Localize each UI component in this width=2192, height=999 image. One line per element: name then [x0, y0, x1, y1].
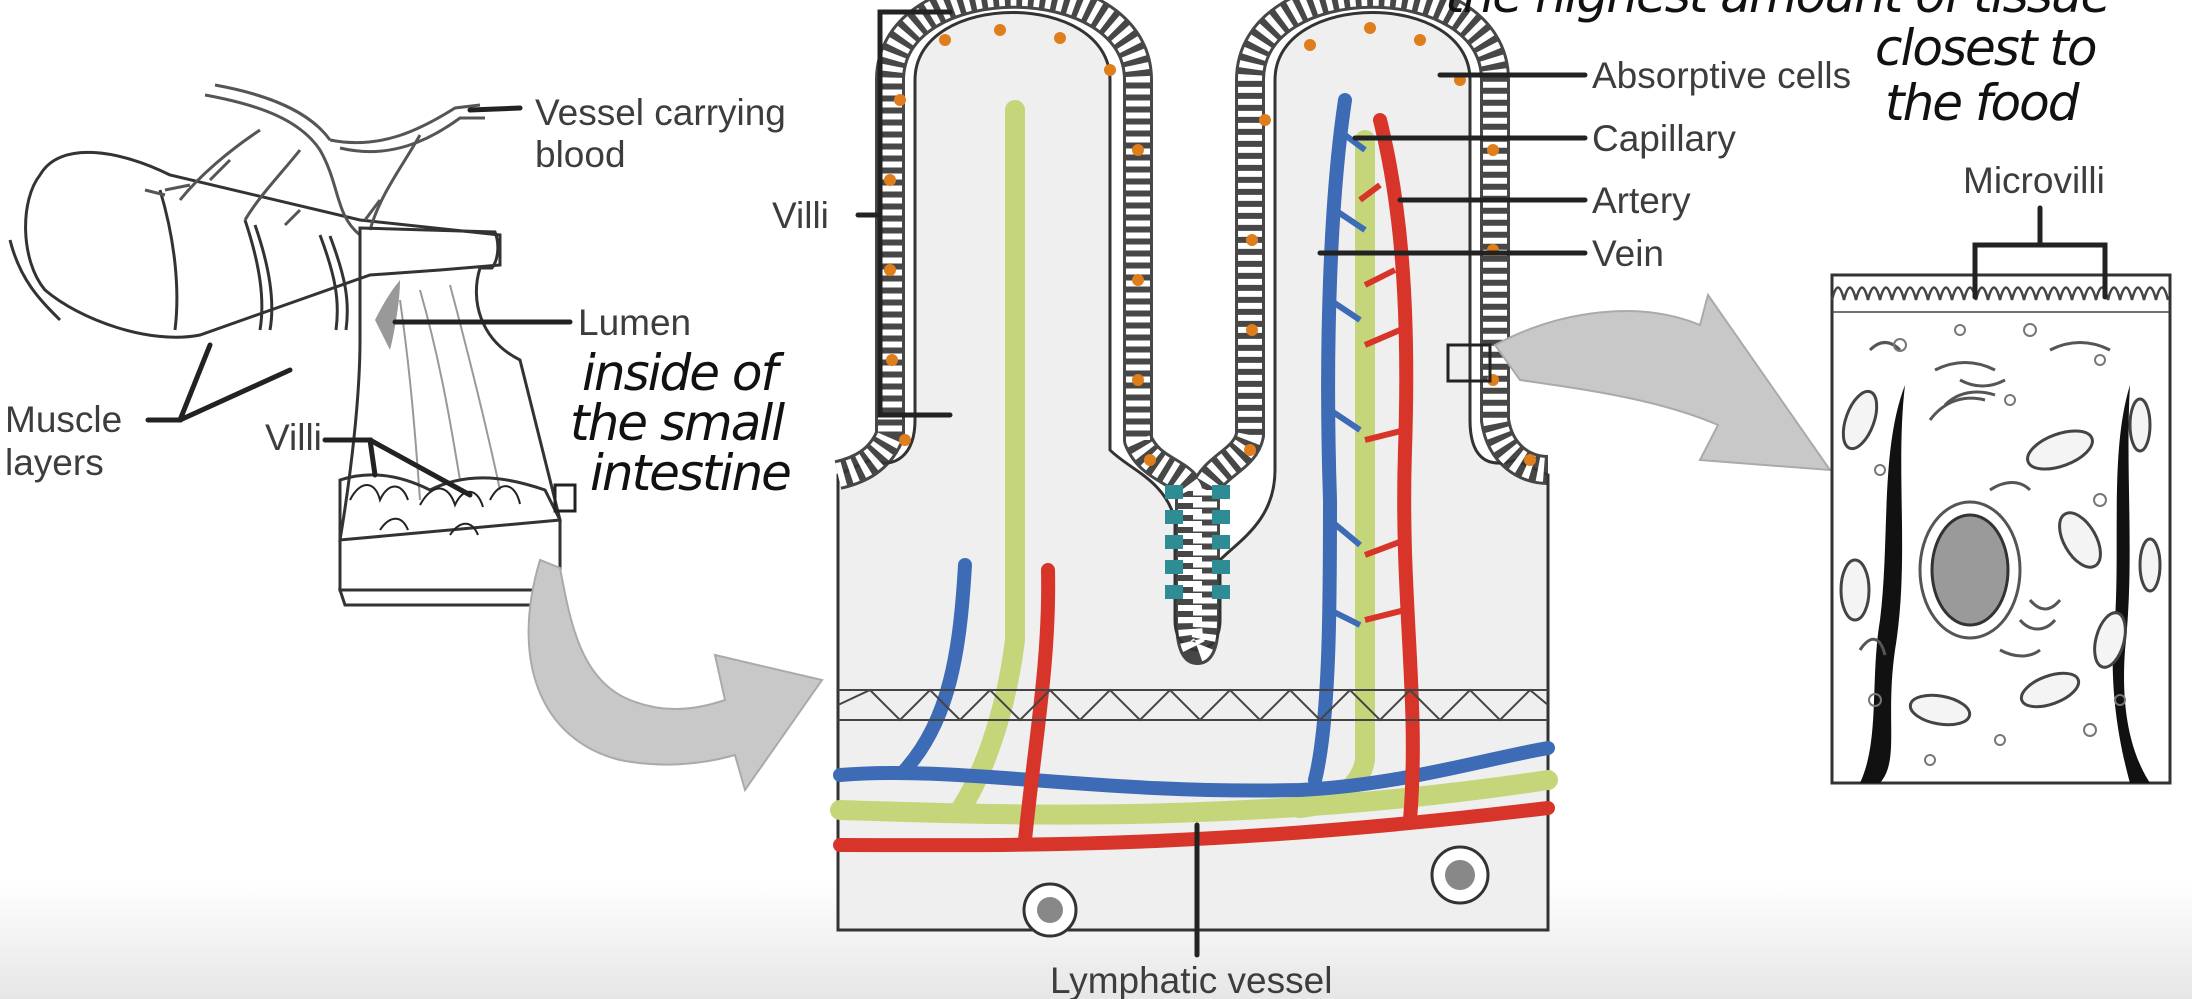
microvilli-brush-border	[1830, 286, 2170, 301]
zoom-box-left	[553, 483, 577, 513]
label-capillary: Capillary	[1592, 118, 1736, 159]
label-vessel-carrying-blood-line1: Vessel carrying	[535, 92, 786, 133]
vesicles	[1868, 323, 2126, 766]
zoom-arrow-left	[527, 558, 824, 793]
handwritten-note-line3: intestine	[590, 444, 790, 502]
label-vein: Vein	[1592, 233, 1664, 274]
veins	[833, 93, 1555, 798]
capillaries-red	[1358, 182, 1407, 623]
handwritten-top-note-line3: the food	[1885, 74, 2080, 132]
label-artery: Artery	[1592, 180, 1691, 221]
handwritten-note-line1: inside of	[582, 344, 785, 402]
label-lumen: Lumen	[578, 302, 691, 343]
label-absorptive-cells: Absorptive cells	[1592, 55, 1851, 96]
handwritten-note-line2: the small	[570, 394, 785, 452]
muscularis-band	[837, 688, 1549, 722]
submucosal-glands	[1022, 845, 1490, 938]
mitochondria	[1839, 389, 2162, 727]
crypt-goblet-cells	[1165, 485, 1230, 599]
capillaries-blue	[1328, 132, 1367, 628]
zoom-box-center	[1446, 343, 1492, 383]
organelles	[1858, 341, 2111, 658]
label-microvilli: Microvilli	[1963, 160, 2105, 201]
handwritten-top-note-line2: closest to	[1875, 19, 2096, 77]
arteries	[833, 113, 1555, 853]
handwritten-top-note-line1: the highest amount of tissue	[1445, 0, 2109, 24]
label-muscle-layers-line1: Muscle	[5, 399, 122, 440]
label-villi-center: Villi	[772, 195, 829, 236]
label-villi-left: Villi	[265, 417, 322, 458]
villi-cross-section	[830, 0, 1558, 938]
zoom-arrow-right	[1493, 292, 1833, 472]
label-lymphatic-vessel: Lymphatic vessel	[1050, 960, 1332, 999]
label-vessel-carrying-blood-line2: blood	[535, 134, 626, 175]
blood-vessel-drawing	[144, 83, 485, 237]
cell-nucleus	[1930, 513, 2010, 627]
intestine-segment-illustration	[8, 83, 577, 607]
absorptive-cell-closeup	[1830, 273, 2172, 785]
epithelial-nuclei	[884, 22, 1536, 466]
label-muscle-layers-line2: layers	[5, 442, 104, 483]
